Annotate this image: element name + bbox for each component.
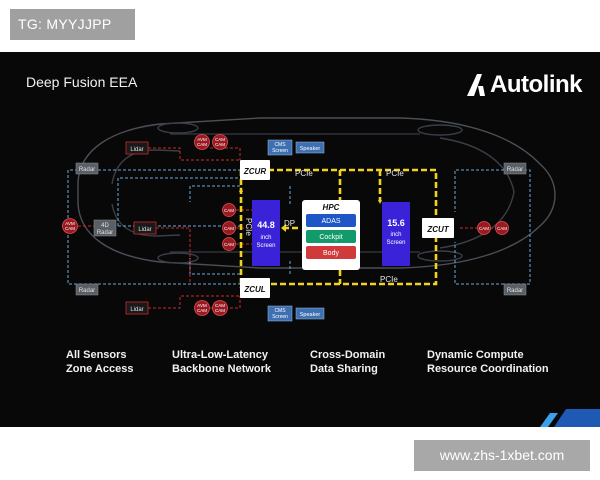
- dp-label: DP: [284, 219, 295, 228]
- svg-text:CAM: CAM: [197, 308, 207, 313]
- slide-title: Deep Fusion EEA: [26, 74, 138, 90]
- svg-text:CAM: CAM: [215, 137, 225, 142]
- radar-rear-left: Radar: [75, 283, 99, 296]
- cam-left-1: CAM: [222, 203, 236, 217]
- zone-controller-zcur: ZCUR: [240, 160, 270, 180]
- svg-text:Screen: Screen: [272, 314, 288, 320]
- speaker-bottom: Speaker: [295, 307, 325, 320]
- svg-text:CAM: CAM: [215, 303, 225, 308]
- svg-text:Radar: Radar: [79, 288, 95, 294]
- lidar-rear: Lidar: [125, 301, 149, 315]
- radar-front-right: Radar: [503, 162, 527, 175]
- cam-left-2: CAM: [222, 221, 236, 235]
- zone-controller-zcut: ZCUT: [422, 218, 454, 238]
- svg-text:4D: 4D: [101, 223, 109, 229]
- cam-right-2: CAM: [495, 221, 509, 235]
- overlay-tag: TG: MYYJJPP: [10, 9, 135, 40]
- corner-decoration: [540, 409, 600, 427]
- hpc-block: HPC ADAS Cockpit Body: [302, 200, 360, 270]
- slide: Deep Fusion EEA Autolink: [0, 52, 600, 427]
- cam-right-1: CAM: [477, 221, 491, 235]
- svg-text:CAM: CAM: [224, 208, 234, 213]
- svg-text:Lidar: Lidar: [130, 307, 143, 313]
- screen-15-6-label: Screen: [386, 240, 405, 246]
- brand-logo: Autolink: [467, 70, 583, 100]
- svg-text:AVM: AVM: [197, 137, 207, 142]
- svg-text:Lidar: Lidar: [138, 227, 151, 233]
- screen-15-6-unit: inch: [390, 232, 401, 238]
- zcul-label: ZCUL: [243, 285, 265, 294]
- zcur-label: ZCUR: [243, 167, 266, 176]
- svg-text:CMS: CMS: [274, 142, 286, 148]
- hpc-adas: ADAS: [321, 218, 340, 225]
- radar-front-left: Radar: [75, 162, 99, 175]
- avm-cam-rear-2: CAM CAM: [212, 300, 228, 316]
- zcut-label: ZCUT: [426, 225, 449, 234]
- svg-text:CMS: CMS: [274, 308, 286, 314]
- svg-text:Screen: Screen: [272, 148, 288, 154]
- pcie-label-right: PCIe: [386, 169, 404, 178]
- avm-cam-front-2: CAM CAM: [212, 134, 228, 150]
- radar-rear-right: Radar: [503, 283, 527, 296]
- svg-text:AVM: AVM: [65, 221, 75, 226]
- hpc-title: HPC: [323, 203, 340, 212]
- caption-backbone: Ultra-Low-Latency Backbone Network: [172, 349, 272, 375]
- avm-cam-rear-1: AVM CAM: [194, 300, 210, 316]
- speaker-top: Speaker: [295, 141, 325, 154]
- screen-44-8: 44.8 inch Screen: [252, 200, 280, 266]
- zone-controller-zcul: ZCUL: [240, 278, 270, 298]
- cam-left-3: CAM: [222, 237, 236, 251]
- svg-text:CAM: CAM: [215, 308, 225, 313]
- autolink-logo-icon: [467, 74, 485, 96]
- svg-text:CAM: CAM: [215, 142, 225, 147]
- svg-text:Speaker: Speaker: [300, 146, 321, 152]
- pcie-label-top: PCIe: [295, 169, 313, 178]
- screen-44-8-label: Screen: [256, 243, 275, 249]
- avm-cam-front-1: AVM CAM: [194, 134, 210, 150]
- svg-text:CAM: CAM: [65, 226, 75, 231]
- caption-data-sharing: Cross-Domain Data Sharing: [310, 349, 386, 375]
- architecture-diagram: PCIe PCIe PCIe PCIe DP ZCUR ZCUL ZCUT 44…: [62, 117, 556, 322]
- svg-text:CAM: CAM: [224, 226, 234, 231]
- radar-4d: 4D Radar: [93, 219, 117, 237]
- brand-name: Autolink: [490, 71, 583, 98]
- lidar-front: Lidar: [125, 141, 149, 155]
- screen-15-6: 15.6 inch Screen: [382, 202, 410, 266]
- svg-text:Radar: Radar: [507, 288, 523, 294]
- caption-sensors: All Sensors Zone Access: [66, 349, 134, 375]
- svg-text:Radar: Radar: [507, 167, 523, 173]
- hpc-cockpit: Cockpit: [319, 234, 342, 241]
- cms-screen-top: CMS Screen: [267, 139, 293, 156]
- svg-text:CAM: CAM: [224, 242, 234, 247]
- svg-text:Speaker: Speaker: [300, 312, 321, 318]
- svg-text:CAM: CAM: [497, 226, 507, 231]
- svg-text:Lidar: Lidar: [130, 147, 143, 153]
- screen-44-8-unit: inch: [260, 235, 271, 241]
- hpc-body: Body: [323, 250, 339, 257]
- svg-text:AVM: AVM: [197, 303, 207, 308]
- svg-text:Radar: Radar: [97, 230, 113, 236]
- pcie-label-vertical: PCIe: [244, 218, 253, 236]
- screen-44-8-size: 44.8: [257, 220, 275, 230]
- caption-compute: Dynamic Compute Resource Coordination: [427, 349, 549, 375]
- car-silhouette: [77, 117, 556, 269]
- svg-text:CAM: CAM: [197, 142, 207, 147]
- watermark: www.zhs-1xbet.com: [414, 440, 590, 471]
- pcie-label-bottom: PCIe: [380, 275, 398, 284]
- lidar-mid: Lidar: [133, 221, 157, 235]
- screen-15-6-size: 15.6: [387, 218, 405, 228]
- svg-text:CAM: CAM: [479, 226, 489, 231]
- cms-screen-bottom: CMS Screen: [267, 305, 293, 322]
- svg-text:Radar: Radar: [79, 167, 95, 173]
- avm-cam-left: AVM CAM: [62, 218, 78, 234]
